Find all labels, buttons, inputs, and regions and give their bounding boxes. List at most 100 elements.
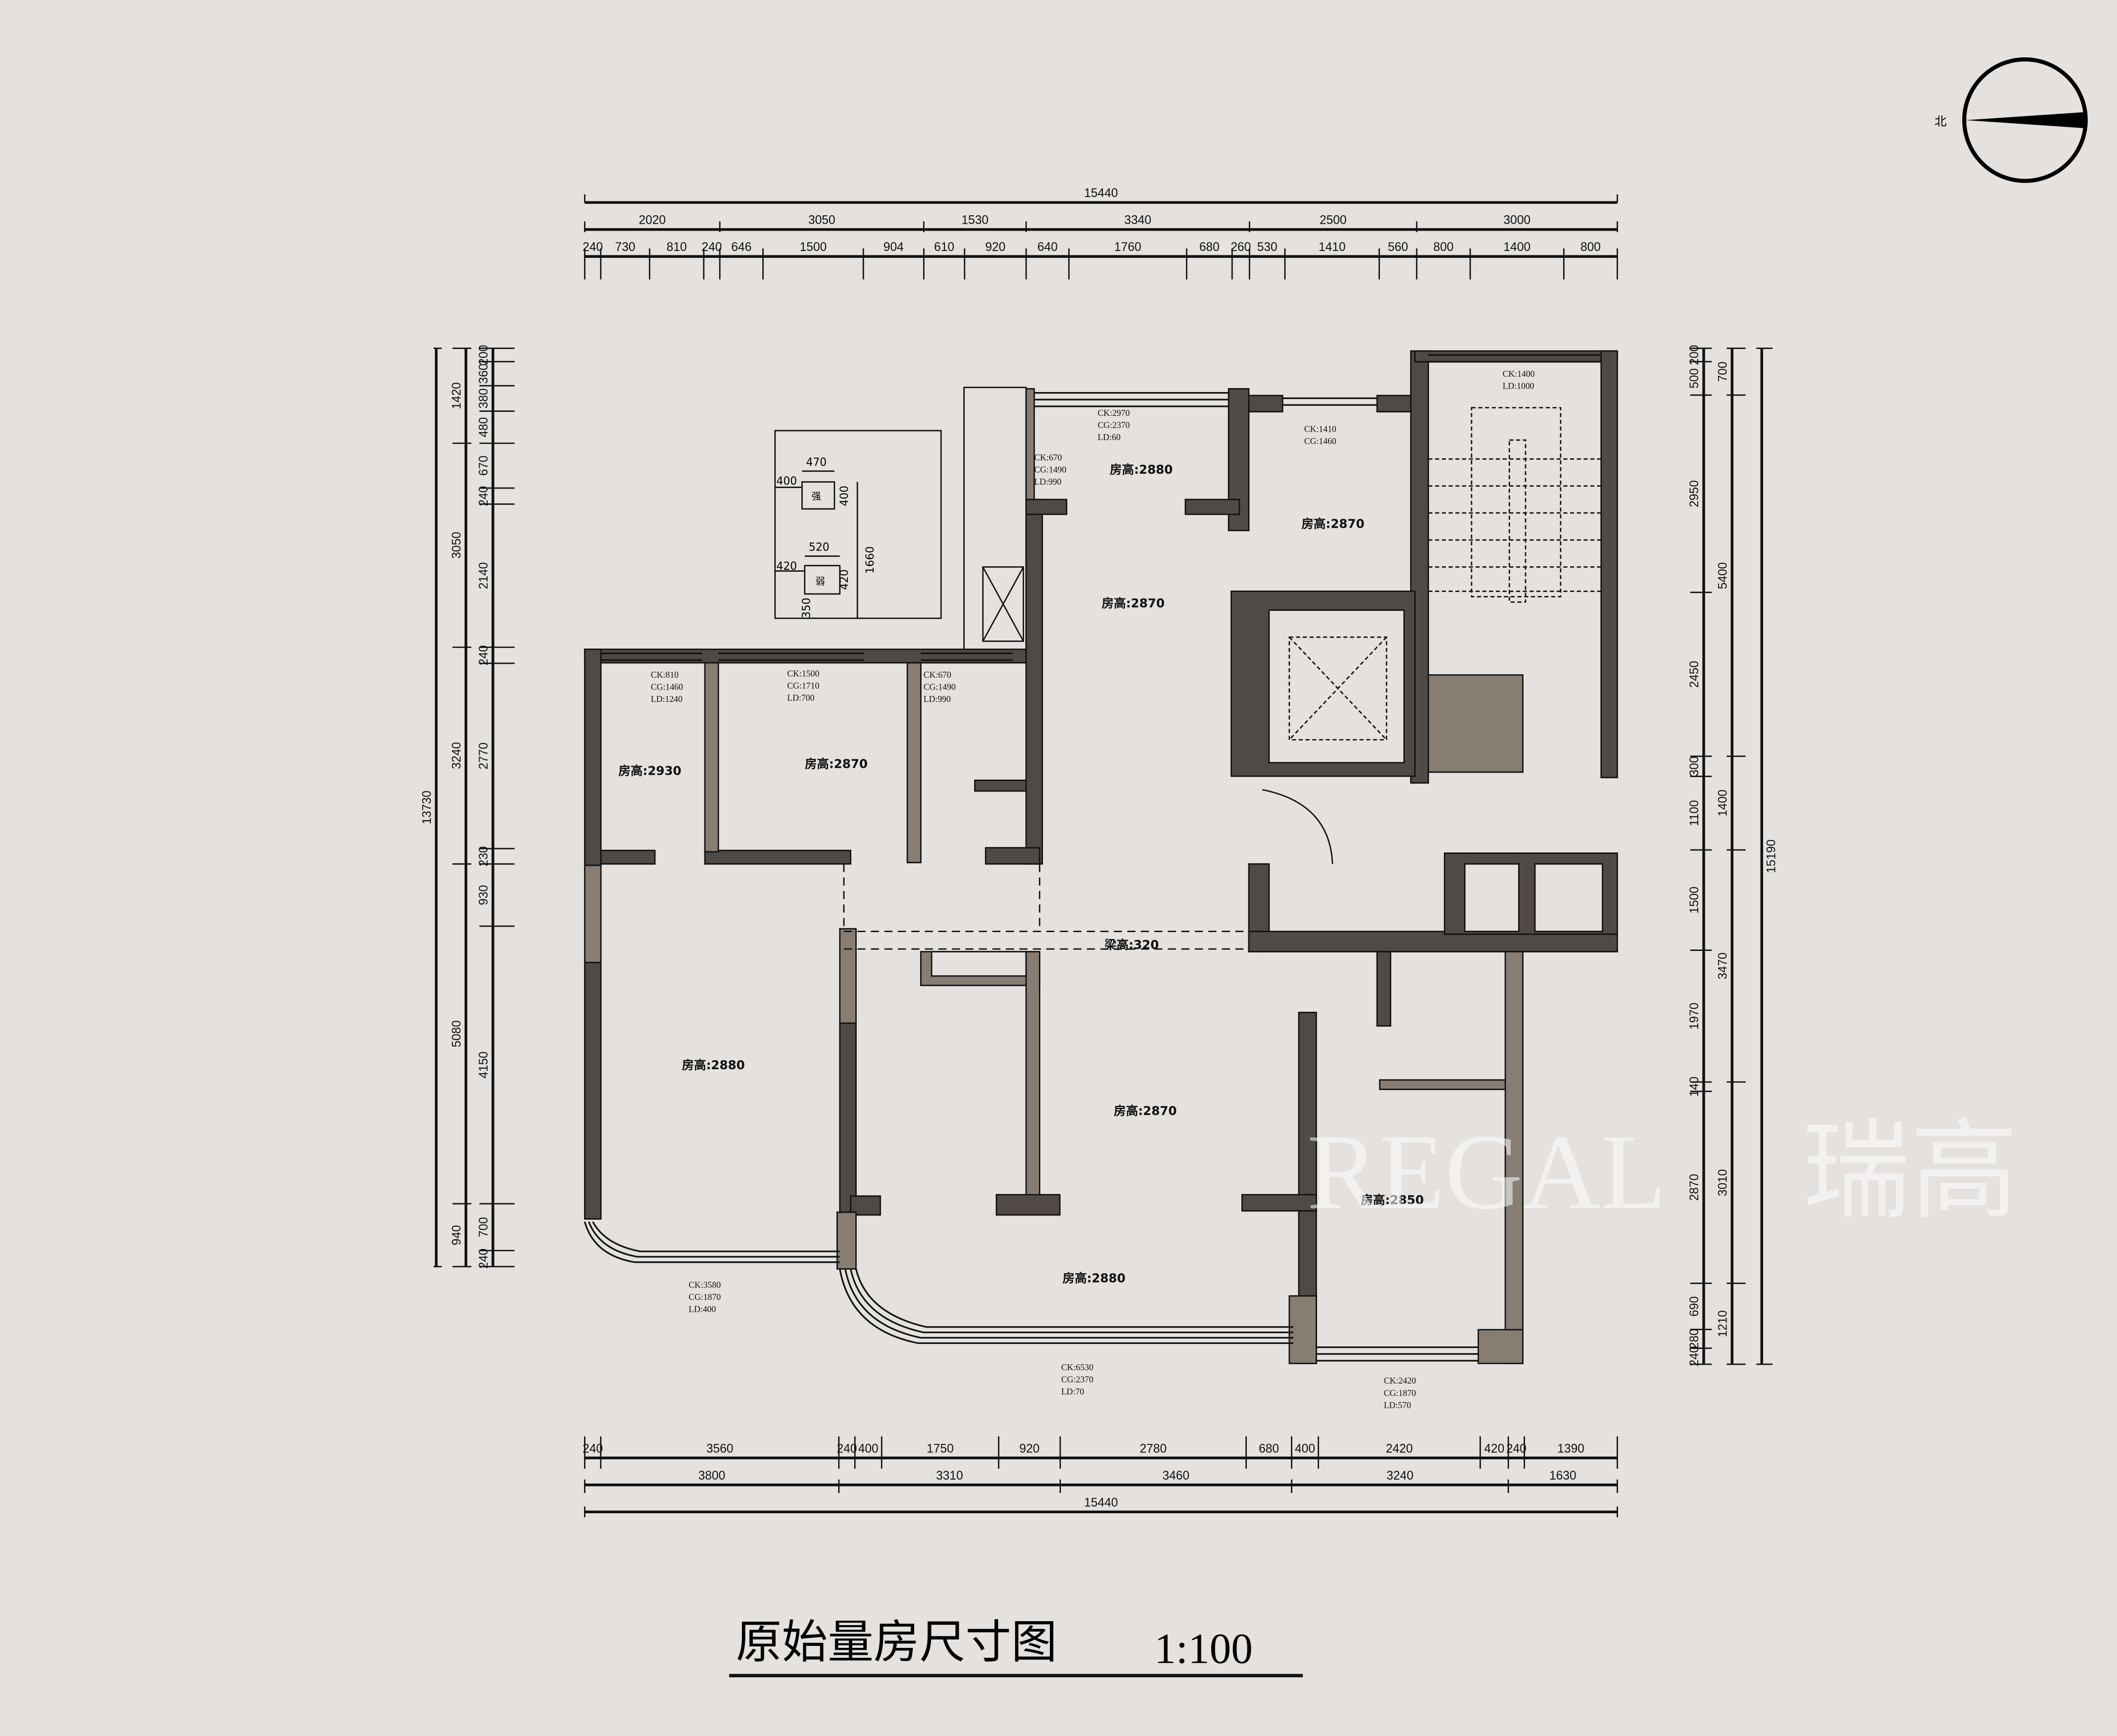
window-note: CG:1490: [924, 682, 956, 692]
dimension-label: 380: [477, 388, 491, 408]
dimension-label: 240: [477, 486, 491, 506]
dimension-label: 904: [884, 241, 904, 254]
room-height-label: 房高:2850: [1361, 1193, 1424, 1207]
dimension-label: 3470: [1716, 952, 1729, 980]
dimension-label: 5080: [450, 1020, 463, 1047]
dimension-label: 2450: [1688, 661, 1701, 688]
dim-label: 520: [809, 542, 830, 554]
dimension-label: 360: [477, 363, 491, 384]
dimension-label: 5400: [1716, 562, 1729, 590]
dim-label: 420: [838, 569, 851, 590]
window-note: LD:1240: [651, 694, 683, 704]
window-note: LD:570: [1384, 1400, 1411, 1410]
weak-label: 弱: [816, 576, 825, 587]
dimension-label: 1420: [450, 382, 463, 409]
dimension-label: 646: [731, 241, 751, 254]
dimension-label: 3050: [808, 214, 836, 227]
window-note: CK:1410: [1304, 424, 1336, 434]
room-height-label: 房高:2880: [1110, 462, 1173, 477]
strong-label: 强: [811, 491, 821, 502]
room-labels: 房高:2880 房高:2870 房高:2870 房高:2930 房高:2870 …: [618, 462, 1424, 1286]
room-height-label: 房高:2880: [682, 1058, 745, 1072]
weak-box: [804, 565, 841, 595]
window-note: CK:3580: [689, 1280, 721, 1290]
dim-label: 350: [801, 597, 813, 618]
window-note: CG:1710: [787, 681, 819, 691]
dimension-label: 1410: [1319, 241, 1346, 254]
dimension-label: 240: [583, 241, 603, 254]
window-note: LD:60: [1098, 432, 1121, 442]
beam-height-label: 梁高:320: [1104, 938, 1159, 952]
dimension-label: 3310: [936, 1469, 963, 1483]
windows: [584, 354, 1601, 1362]
dimension-label: 2780: [1140, 1442, 1167, 1455]
dimension-label: 15440: [1084, 187, 1118, 200]
dimension-label: 1400: [1716, 790, 1729, 817]
dimension-label: 930: [477, 885, 491, 905]
dimension-label: 240: [1506, 1442, 1526, 1455]
dim-label: 1660: [864, 546, 877, 574]
dimension-label: 670: [477, 455, 491, 476]
dimension-label: 2500: [1320, 214, 1347, 227]
dimension-label: 480: [477, 417, 491, 438]
watermark: REGAL 瑞高: [1307, 1113, 2018, 1232]
dimension-label: 700: [1716, 361, 1729, 382]
elevator-icon: [1288, 636, 1387, 741]
dimension-label: 240: [477, 1248, 491, 1269]
stairs: [1428, 407, 1601, 603]
room-height-label: 房高:2870: [1301, 516, 1364, 531]
dimension-label: 240: [1688, 1346, 1701, 1366]
window-note: CG:2370: [1098, 420, 1130, 430]
beam-lines: [843, 864, 1249, 950]
dimension-label: 3340: [1124, 214, 1151, 227]
dimension-label: 700: [477, 1217, 491, 1238]
window-note: CK:1500: [787, 668, 819, 678]
dimension-label: 730: [615, 241, 636, 254]
dimension-label: 2870: [1688, 1174, 1701, 1201]
dimension-label: 1630: [1549, 1469, 1576, 1483]
dimension-label: 1500: [800, 241, 827, 254]
room-height-label: 房高:2870: [1102, 596, 1165, 610]
dimension-label: 1750: [927, 1442, 954, 1455]
dimension-label: 1100: [1688, 800, 1701, 826]
room-height-label: 房高:2870: [805, 757, 868, 771]
dimension-label: 560: [1388, 241, 1408, 254]
window-note: CK:810: [651, 670, 679, 680]
window-note: CG:1490: [1034, 464, 1066, 474]
window-notes: CK:2970CG:2370LD:60CK:670CG:1490LD:990CK…: [651, 369, 1535, 1410]
dimension-label: 3240: [1386, 1469, 1414, 1483]
drawing-title: 原始量房尺寸图: [736, 1615, 1057, 1669]
dimension-label: 680: [1259, 1442, 1279, 1455]
dimension-label: 530: [1257, 241, 1278, 254]
window-note: LD:990: [1034, 477, 1061, 487]
dimension-label: 3010: [1716, 1169, 1729, 1196]
dimension-label: 1500: [1688, 887, 1701, 914]
dimension-label: 680: [1199, 241, 1220, 254]
dimension-label: 690: [1688, 1296, 1701, 1317]
north-compass-icon: 北: [1934, 57, 2088, 183]
dimension-label: 2770: [477, 743, 491, 770]
dimension-label: 300: [1688, 756, 1701, 777]
dim-label: 400: [838, 486, 851, 506]
dimension-label: 810: [667, 241, 687, 254]
dimension-label: 400: [858, 1442, 879, 1455]
dimension-label: 3000: [1504, 214, 1531, 227]
dimension-label: 940: [450, 1225, 463, 1245]
drawing-scale: 1:100: [1154, 1625, 1253, 1673]
dimension-label: 3560: [706, 1442, 734, 1455]
dimension-label: 640: [1037, 241, 1058, 254]
window-note: CK:6530: [1061, 1362, 1093, 1372]
dimension-label: 3240: [450, 742, 463, 769]
window-note: LD:400: [689, 1304, 716, 1314]
dim-label: 420: [777, 560, 797, 573]
watermark-brand: REGAL: [1307, 1113, 1667, 1232]
dimension-label: 920: [985, 241, 1005, 254]
window-note: CK:2420: [1384, 1376, 1416, 1386]
dimension-label: 140: [1688, 1077, 1701, 1097]
compass-label: 北: [1934, 114, 1947, 129]
window-note: CG:1460: [1304, 436, 1336, 446]
dimension-label: 3800: [698, 1469, 726, 1483]
dimension-label: 3050: [450, 532, 463, 559]
